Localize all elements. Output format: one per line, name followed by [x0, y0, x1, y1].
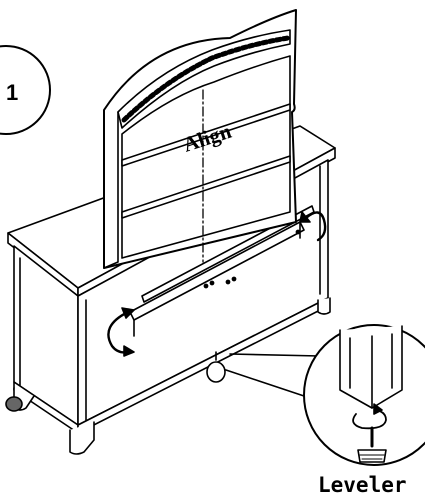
- foot-right: [317, 297, 331, 315]
- lower-rail: [129, 221, 305, 321]
- rotate-arrows: [107, 211, 327, 357]
- mirror: Align: [103, 9, 297, 269]
- mirror-crest: [117, 29, 291, 129]
- rotate-arrow-left-icon: [107, 310, 130, 354]
- leveler-label: Leveler: [318, 473, 407, 497]
- caster-left-icon: [5, 396, 23, 412]
- mirror-glass: [121, 55, 291, 259]
- leveler-icon: [357, 449, 387, 463]
- step-number: 1: [6, 80, 18, 105]
- step-badge: 1: [0, 45, 51, 135]
- foot-front: [69, 421, 95, 455]
- caster-center-icon: [206, 361, 226, 383]
- rotate-arrow-right-icon: [304, 211, 327, 242]
- leveler-rotate-icon: [352, 409, 387, 430]
- leveler-callout: [225, 324, 425, 466]
